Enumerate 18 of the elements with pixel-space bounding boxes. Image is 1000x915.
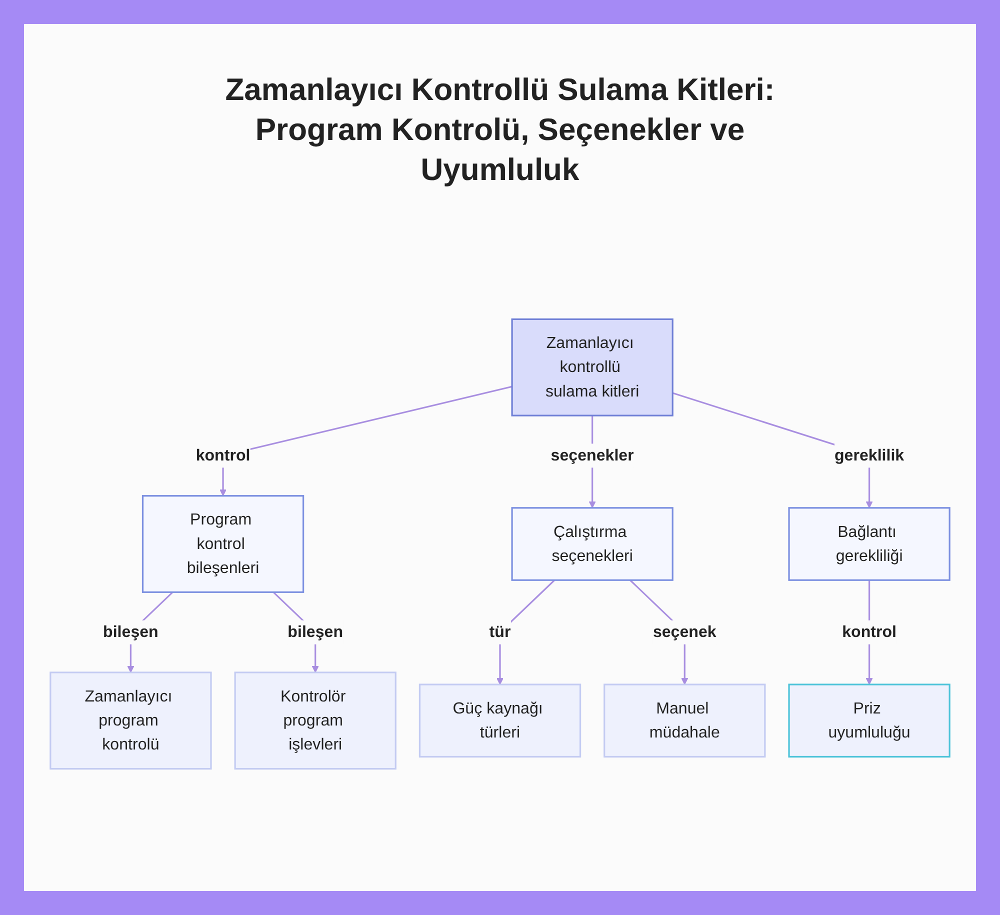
- edge-label: kontrol: [196, 446, 250, 465]
- node-box: Zamanlayıcı program kontrolü: [50, 672, 212, 770]
- node-box: Manuel müdahale: [604, 684, 766, 758]
- node-box: Zamanlayıcı kontrollü sulama kitleri: [511, 318, 674, 416]
- node-box: Bağlantı gerekliliği: [788, 507, 950, 581]
- edge-label: bileşen: [103, 623, 158, 642]
- diagram-title: Zamanlayıcı Kontrollü Sulama Kitleri: Program Kontrolü, Seçenekler ve Uyumluluk: [224, 71, 776, 189]
- node-box: Program kontrol bileşenleri: [142, 495, 304, 593]
- edge-label: bileşen: [288, 623, 344, 642]
- edge-label: tür: [489, 623, 511, 642]
- edge-label: kontrol: [842, 623, 897, 642]
- node-box: Kontrolör program işlevleri: [234, 672, 396, 770]
- edge-label: gereklilik: [834, 446, 904, 465]
- node-box: Çalıştırma seçenekleri: [511, 507, 674, 581]
- edge-label: seçenek: [652, 623, 716, 642]
- node-box: Güç kaynağı türleri: [418, 684, 582, 758]
- edge-label: seçenekler: [550, 446, 634, 465]
- node-box: Priz uyumluluğu: [788, 684, 950, 758]
